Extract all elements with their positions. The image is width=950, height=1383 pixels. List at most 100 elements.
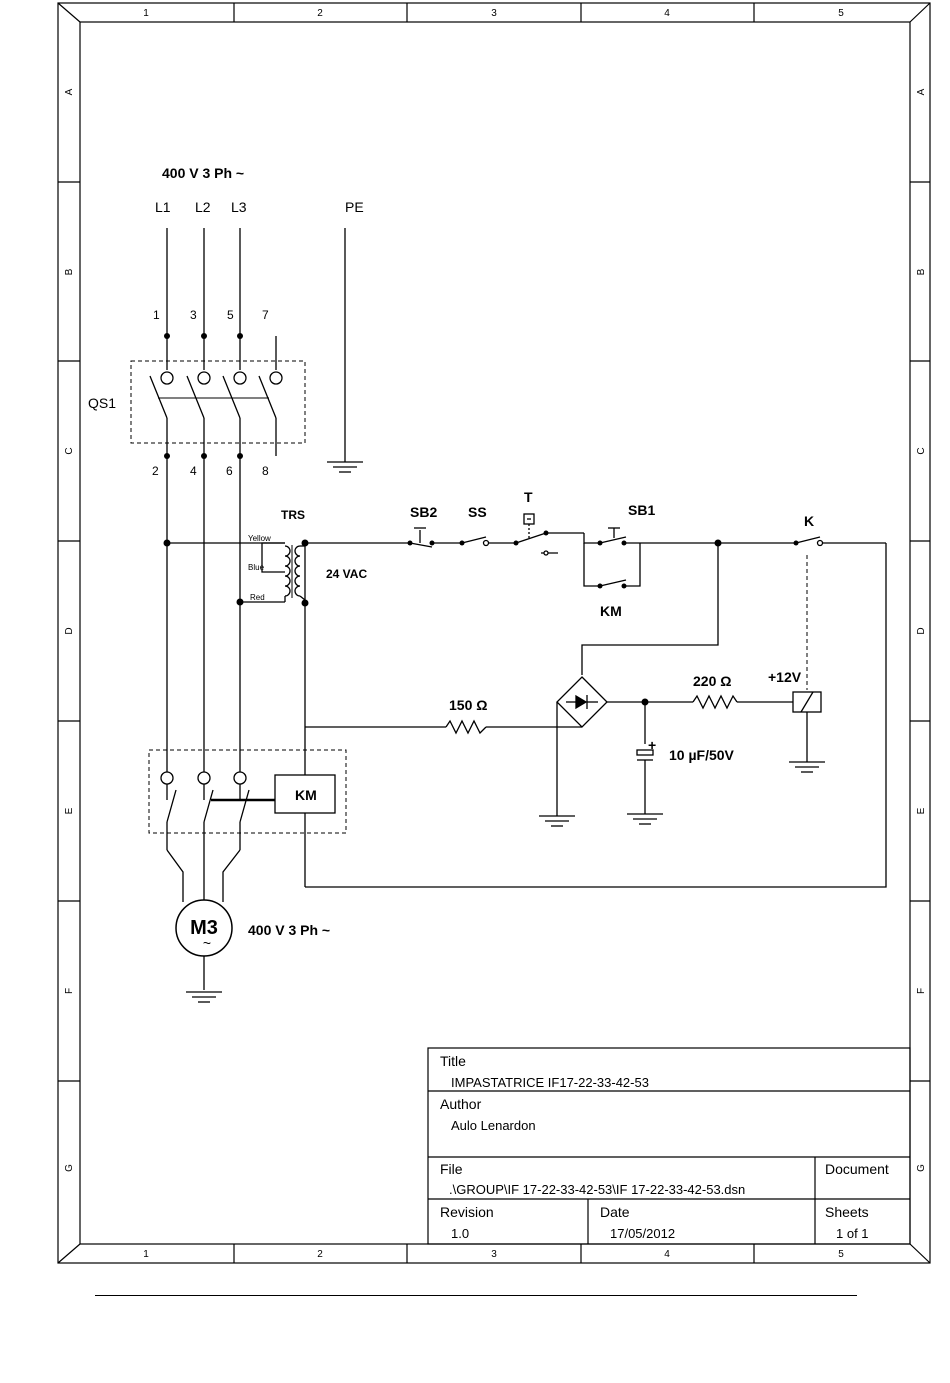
km-aux-label: KM (600, 603, 622, 619)
title-block-date: 17/05/2012 (610, 1226, 675, 1241)
col-label-bottom: 3 (491, 1249, 497, 1260)
row-label-right: D (916, 627, 927, 634)
row-label-left: F (64, 988, 75, 994)
earth-label-pe: PE (345, 199, 364, 215)
relay-coil-icon (792, 691, 822, 713)
qs1-enclosure (130, 360, 306, 444)
tap-blue: Blue (248, 563, 265, 572)
tap-yellow: Yellow (248, 534, 271, 543)
title-block (427, 1047, 911, 1245)
row-label-right: A (916, 88, 927, 95)
cap-label: 10 µF/50V (669, 747, 735, 763)
supply-title: 400 V 3 Ph ~ (162, 165, 244, 181)
terminal-label: 5 (227, 308, 234, 322)
title-block-revision: 1.0 (451, 1226, 469, 1241)
col-label-bottom: 1 (143, 1249, 149, 1260)
col-label-top: 4 (664, 8, 670, 19)
resistor-icon (692, 694, 738, 710)
col-label-bottom: 2 (317, 1249, 323, 1260)
ground-icon (627, 813, 663, 825)
secondary-voltage: 24 VAC (326, 567, 367, 581)
qs1-terminal-labels: 1 3 5 7 2 4 6 8 (152, 308, 269, 478)
r1-label: 150 Ω (449, 697, 487, 713)
row-label-right: C (916, 447, 927, 454)
relay-contact-icon (795, 536, 824, 547)
motor-icon (175, 899, 233, 957)
col-label-bottom: 5 (838, 1249, 844, 1260)
phase-label-l2: L2 (195, 199, 211, 215)
title-block-date-head: Date (600, 1204, 630, 1220)
ss-label: SS (468, 504, 487, 520)
terminal-label: 4 (190, 464, 197, 478)
r2-label: 220 Ω (693, 673, 731, 689)
title-block-revision-head: Revision (440, 1204, 494, 1220)
row-label-right: F (916, 988, 927, 994)
title-block-title: IMPASTATRICE IF17-22-33-42-53 (451, 1075, 649, 1090)
transformer-icon (284, 545, 306, 602)
row-label-left: E (64, 807, 75, 814)
col-label-top: 2 (317, 8, 323, 19)
drawing-frame (57, 2, 931, 1264)
bridge-rectifier-icon (556, 676, 608, 728)
col-label-top: 3 (491, 8, 497, 19)
title-block-title-head: Title (440, 1053, 466, 1069)
motor-rating: 400 V 3 Ph ~ (248, 922, 330, 938)
phase-label-l3: L3 (231, 199, 247, 215)
junction-dots (163, 333, 799, 706)
wiring (149, 228, 887, 990)
sb1-switch-icon (599, 527, 627, 544)
ss-switch-icon (461, 536, 490, 547)
thermal-switch-icon (515, 513, 558, 556)
k-label: K (804, 513, 814, 529)
cap-plus: + (648, 737, 656, 753)
transformer-label: TRS (281, 508, 305, 522)
terminal-label: 6 (226, 464, 233, 478)
row-label-left: A (64, 88, 75, 95)
sb2-switch-icon (409, 527, 433, 548)
ground-icon (789, 761, 825, 773)
terminal-label: 2 (152, 464, 159, 478)
terminal-label: 7 (262, 308, 269, 322)
grid-labels: 1 2 3 4 5 1 2 3 4 5 A B C D E F G A B C … (64, 8, 927, 1260)
contactor-coil (274, 774, 336, 814)
ground-icon (539, 815, 575, 827)
row-label-right: E (916, 807, 927, 814)
title-block-author: Aulo Lenardon (451, 1118, 536, 1133)
terminal-label: 1 (153, 308, 160, 322)
title-block-file-head: File (440, 1161, 463, 1177)
dashed-enclosures (130, 360, 808, 834)
relay-supply-label: +12V (768, 669, 802, 685)
ground-icon (186, 991, 222, 1003)
row-label-left: D (64, 627, 75, 634)
row-label-left: C (64, 447, 75, 454)
terminal-label: 8 (262, 464, 269, 478)
qs1-label: QS1 (88, 395, 116, 411)
terminals (160, 371, 283, 785)
km-aux-contact-icon (599, 579, 627, 587)
title-block-file: .\GROUP\IF 17-22-33-42-53\IF 17-22-33-42… (449, 1182, 745, 1197)
t-label: T (524, 489, 533, 505)
row-label-left: B (64, 268, 75, 275)
page-bottom-rule (95, 1295, 857, 1296)
title-block-sheets: 1 of 1 (836, 1226, 869, 1241)
terminal-label: 3 (190, 308, 197, 322)
title-block-author-head: Author (440, 1096, 482, 1112)
row-label-left: G (64, 1164, 75, 1172)
ground-icon (327, 461, 363, 473)
sb2-label: SB2 (410, 504, 437, 520)
row-label-right: G (916, 1164, 927, 1172)
km-enclosure (148, 749, 347, 834)
sb1-label: SB1 (628, 502, 655, 518)
col-label-top: 1 (143, 8, 149, 19)
contactor-label: KM (295, 787, 317, 803)
title-block-sheets-head: Sheets (825, 1204, 869, 1220)
phase-label-l1: L1 (155, 199, 171, 215)
capacitor-icon (636, 749, 654, 761)
resistor-icon (445, 719, 487, 735)
motor-label: M3 (190, 917, 218, 939)
title-block-document-head: Document (825, 1161, 889, 1177)
motor-symbol: ~ (203, 935, 211, 951)
row-label-right: B (916, 268, 927, 275)
col-label-top: 5 (838, 8, 844, 19)
